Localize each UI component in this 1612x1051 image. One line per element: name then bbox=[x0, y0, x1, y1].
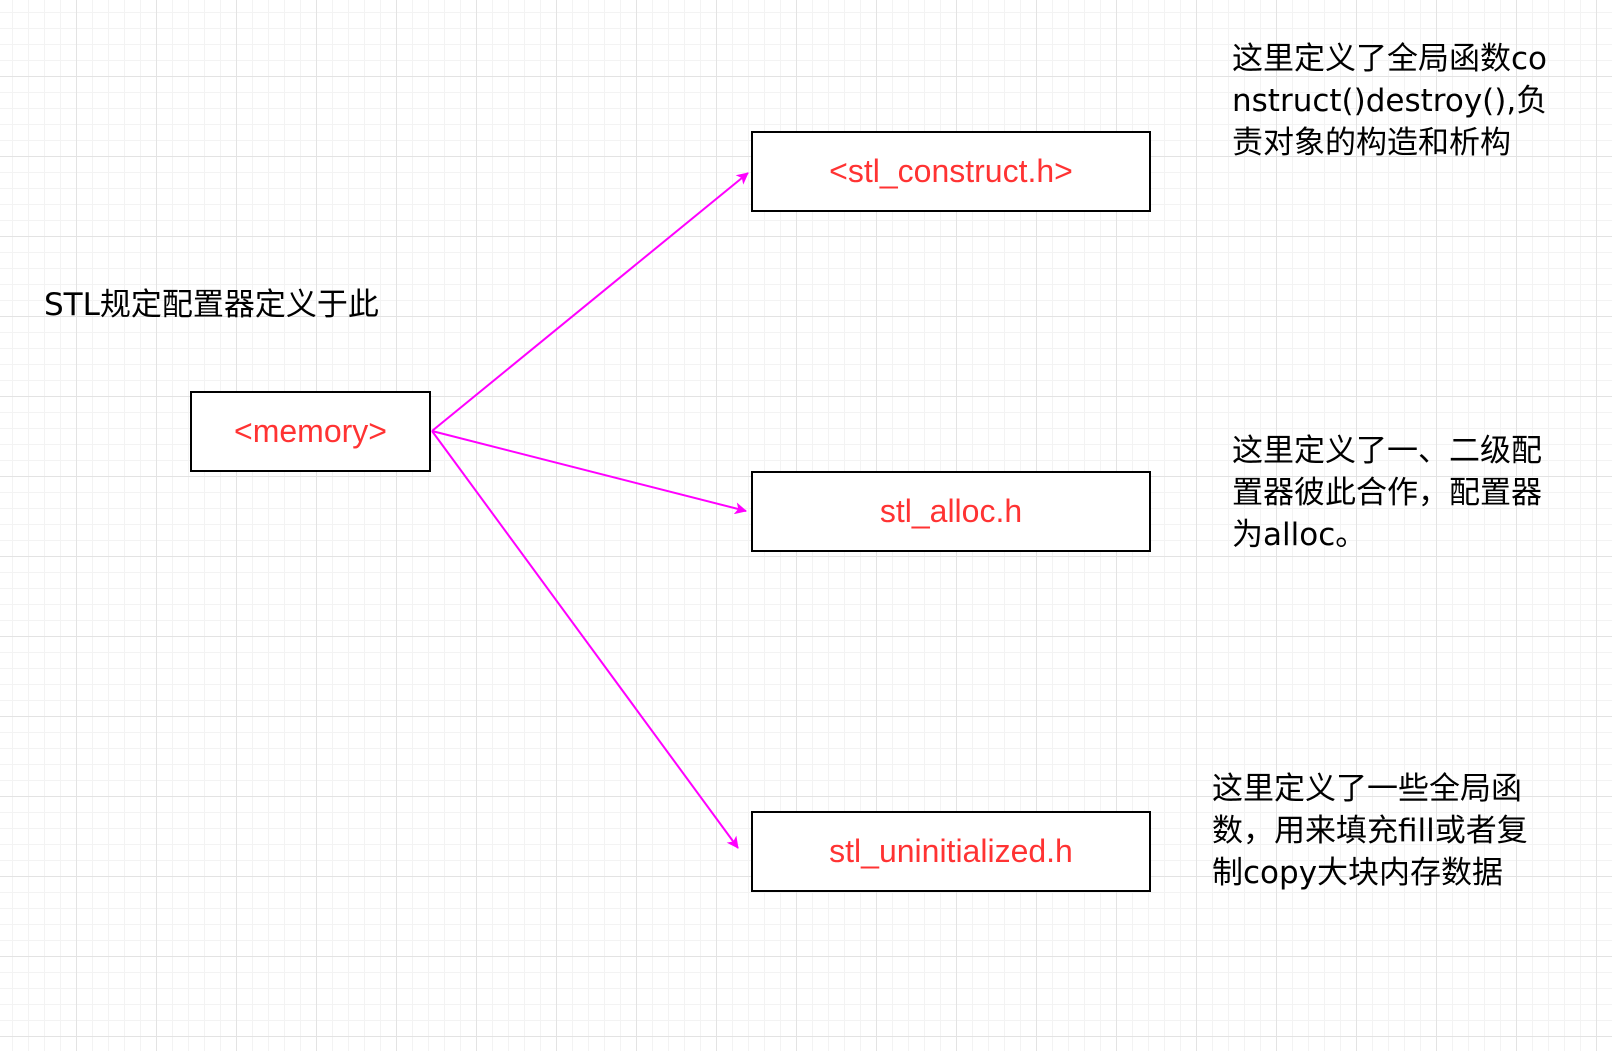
edge-memory-to-alloc bbox=[431, 430, 747, 515]
node-memory-label: <memory> bbox=[234, 413, 387, 449]
annotation-uninitialized: 这里定义了一些全局函数，用来填充fill或者复制copy大块内存数据 bbox=[1212, 771, 1528, 891]
node-stl-alloc-label: stl_alloc.h bbox=[879, 493, 1023, 529]
node-stl-construct[interactable]: <stl_construct.h> bbox=[751, 131, 1151, 212]
node-memory[interactable]: <memory> bbox=[190, 391, 431, 472]
node-stl-uninitialized-label: stl_uninitialized.h bbox=[829, 833, 1073, 869]
node-stl-alloc[interactable]: stl_alloc.h bbox=[751, 471, 1151, 552]
stl-allocator-heading: STL规定配置器定义于此 bbox=[44, 287, 379, 323]
edge-memory-to-construct bbox=[431, 172, 749, 432]
annotation-construct: 这里定义了全局函数construct()destroy(),负责对象的构造和析构 bbox=[1232, 41, 1548, 161]
node-stl-uninitialized[interactable]: stl_uninitialized.h bbox=[751, 811, 1151, 892]
node-stl-construct-label: <stl_construct.h> bbox=[829, 153, 1073, 189]
edge-memory-to-uninitialized bbox=[431, 430, 739, 849]
annotation-alloc: 这里定义了一、二级配置器彼此合作，配置器为alloc。 bbox=[1232, 433, 1542, 553]
